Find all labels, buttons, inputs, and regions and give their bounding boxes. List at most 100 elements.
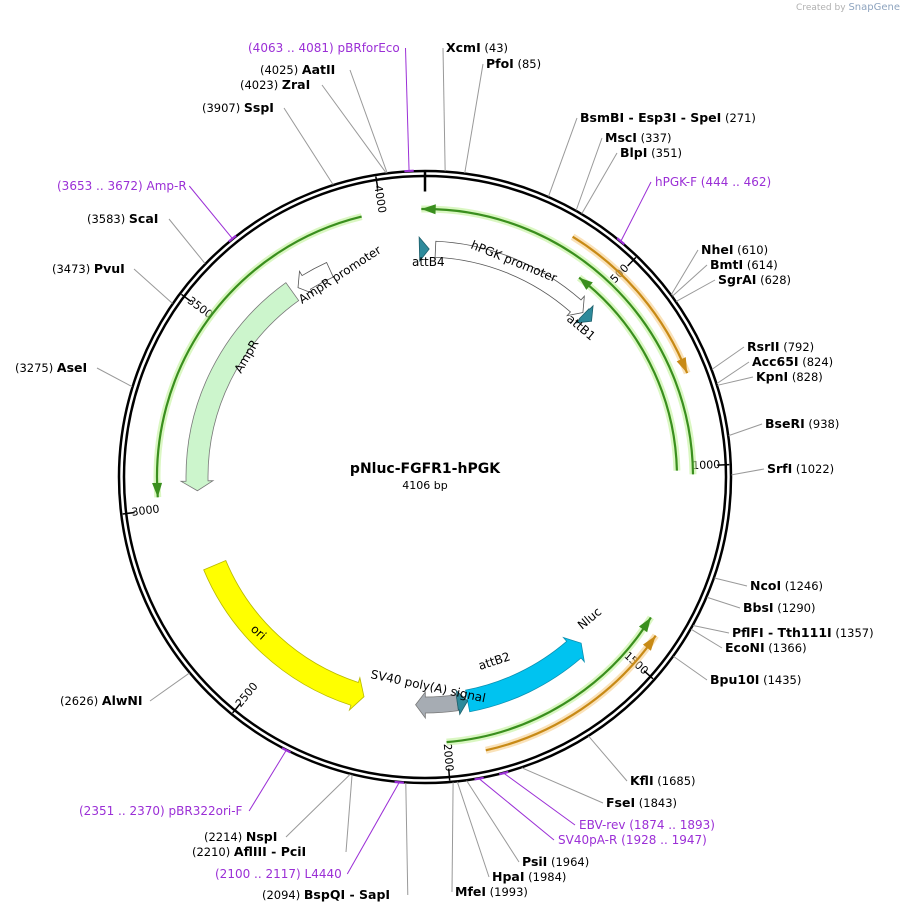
primer-label: (2351 .. 2370) pBR322ori-F (79, 804, 243, 818)
enzyme-position: (792) (780, 340, 815, 354)
primer-leader (478, 778, 555, 841)
enzyme-label: (2626) AlwNI (60, 693, 143, 708)
primer-site-mark (499, 770, 509, 776)
enzyme-leader (345, 774, 353, 853)
enzyme-name: Bpu10I (710, 672, 759, 687)
enzyme-label: (3275) AseI (15, 360, 87, 375)
primer-label: SV40pA-R (1928 .. 1947) (558, 833, 707, 847)
tick-mark (447, 768, 451, 781)
enzyme-label: KflI (1685) (630, 773, 696, 788)
enzyme-name: MfeI (455, 884, 486, 899)
enzyme-label: EcoNI (1366) (725, 640, 807, 655)
enzyme-leader (575, 137, 603, 211)
enzyme-leader (521, 767, 604, 804)
enzyme-name: AatII (302, 62, 335, 77)
enzyme-label: SrfI (1022) (767, 461, 834, 476)
orf-hpgk-top-arrowhead (421, 204, 436, 215)
plasmid-name: pNluc-FGFR1-hPGK (350, 461, 501, 477)
primer-leader (248, 750, 287, 812)
orf-green-inner-arrowhead (579, 277, 593, 290)
enzyme-name: EcoNI (725, 640, 765, 655)
enzyme-label: NheI (610) (701, 242, 768, 257)
enzyme-leader (149, 672, 190, 702)
enzyme-label: (4023) ZraI (240, 77, 310, 92)
primer-site-mark (474, 776, 484, 781)
tick-label: 2500 (233, 680, 261, 710)
enzyme-position: (271) (721, 111, 756, 125)
tick-label: 2000 (441, 743, 456, 772)
enzyme-position: (351) (647, 146, 682, 160)
enzyme-label: HpaI (1984) (492, 869, 566, 884)
enzyme-position: (1685) (654, 774, 696, 788)
enzyme-label: BbsI (1290) (743, 600, 815, 615)
enzyme-name: NheI (701, 242, 734, 257)
orf-orange-bottom (485, 634, 657, 752)
enzyme-leader (714, 577, 748, 587)
enzyme-leader (133, 268, 173, 304)
enzyme-label: PsiI (1964) (522, 854, 589, 869)
enzyme-position: (4025) (260, 63, 302, 77)
feature-hpgk-promoter (434, 240, 585, 317)
orf-green-inner (578, 276, 679, 471)
primer-leader (503, 772, 576, 826)
primer-label: hPGK-F (444 .. 462) (655, 175, 771, 189)
enzyme-label: (2094) BspQI - SapI (262, 887, 390, 902)
enzyme-name: - SapI (345, 887, 390, 902)
enzyme-leader (693, 624, 730, 634)
enzyme-position: (1843) (635, 796, 677, 810)
feature-attb1 (575, 304, 594, 324)
enzyme-label: (4025) AatII (260, 62, 335, 77)
tick-label: 1000 (692, 458, 721, 472)
enzyme-position: (337) (637, 131, 672, 145)
enzyme-position: (1246) (781, 579, 823, 593)
enzyme-name: SspI (244, 100, 274, 115)
enzyme-leader (676, 279, 716, 302)
enzyme-name: ZraI (282, 77, 310, 92)
feature-label-nluc: Nluc (575, 605, 604, 633)
enzyme-leader (442, 47, 446, 172)
enzyme-name: KflI (630, 773, 654, 788)
enzyme-leader (466, 780, 520, 863)
enzyme-name: FseI (606, 795, 635, 810)
tick-mark (375, 176, 379, 189)
enzyme-leader (321, 84, 387, 174)
features-layer (179, 235, 594, 720)
enzyme-name: XcmI (446, 40, 481, 55)
enzyme-name: AlwNI (102, 693, 143, 708)
feature-attb4 (418, 235, 430, 263)
enzyme-name: PvuI (94, 261, 125, 276)
enzyme-label: Acc65I (824) (752, 354, 833, 369)
enzyme-position: (1022) (792, 462, 834, 476)
enzyme-leader (670, 249, 699, 295)
enzyme-name: BlpI (620, 145, 647, 160)
tick-label: 3000 (131, 503, 160, 519)
enzyme-position: (43) (481, 41, 508, 55)
enzyme-label: MscI (337) (605, 130, 672, 145)
enzyme-position: (824) (799, 355, 834, 369)
primer-leader (346, 782, 400, 875)
enzyme-name: - PciI (267, 844, 306, 859)
enzyme-label: (2214) NspI (204, 829, 277, 844)
enzyme-name: BbsI (743, 600, 774, 615)
enzyme-leader (283, 107, 334, 185)
site-labels: XcmI (43)PfoI (85)BsmBI - Esp3I - SpeI (… (15, 40, 874, 902)
tick-mark (122, 511, 135, 515)
enzyme-leader (451, 782, 454, 893)
enzyme-position: (3275) (15, 361, 57, 375)
enzyme-leader (581, 152, 618, 214)
orf-ampr-left (155, 215, 362, 498)
enzyme-position: (2214) (204, 830, 246, 844)
orf-ampr-left-arrowhead (152, 482, 163, 498)
feature-ampr (179, 282, 300, 492)
enzyme-label: Bpu10I (1435) (710, 672, 801, 687)
enzyme-label: (2210) AflIII - PciI (192, 844, 306, 859)
enzyme-leader (548, 117, 578, 197)
enzyme-name: PfoI (486, 56, 514, 71)
enzyme-position: (4023) (240, 78, 282, 92)
enzyme-leader (168, 218, 206, 264)
enzyme-leader (706, 596, 741, 609)
enzyme-name: MscI (605, 130, 637, 145)
orf-orange-top (572, 235, 689, 374)
snapgene-logo-text: SnapGene (848, 2, 900, 13)
